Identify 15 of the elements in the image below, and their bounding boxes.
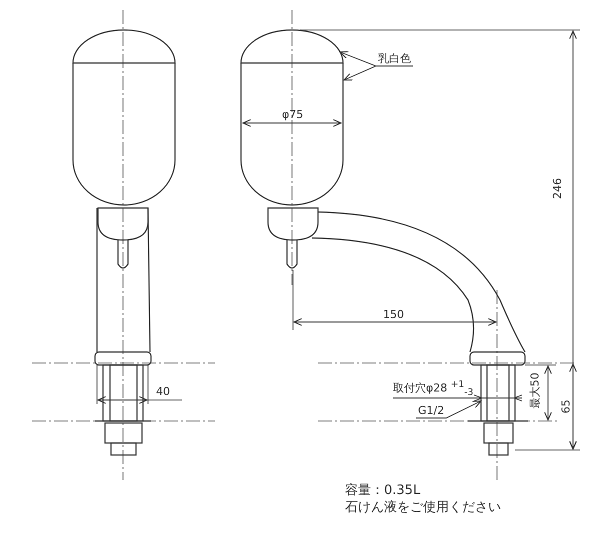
leader-line [416, 400, 482, 418]
bottle-cap [240, 29, 344, 64]
note-text: 容量：0.35L [345, 483, 420, 499]
dimension-label: 150 [383, 308, 404, 321]
dimension-label: 40 [156, 385, 170, 398]
dimension-label: 65 [560, 400, 572, 414]
dimension-label: φ75 [282, 108, 304, 121]
bottle-body [240, 63, 344, 206]
leader-text: 乳白色 [378, 52, 411, 65]
note-text: 石けん液をご使用ください [345, 500, 501, 516]
leader-text: G1/2 [418, 404, 444, 417]
threaded-shank [480, 364, 516, 422]
dimension-label: 最大50 [528, 372, 542, 408]
leader-line [344, 66, 414, 80]
dimension-label: 246 [551, 178, 564, 199]
